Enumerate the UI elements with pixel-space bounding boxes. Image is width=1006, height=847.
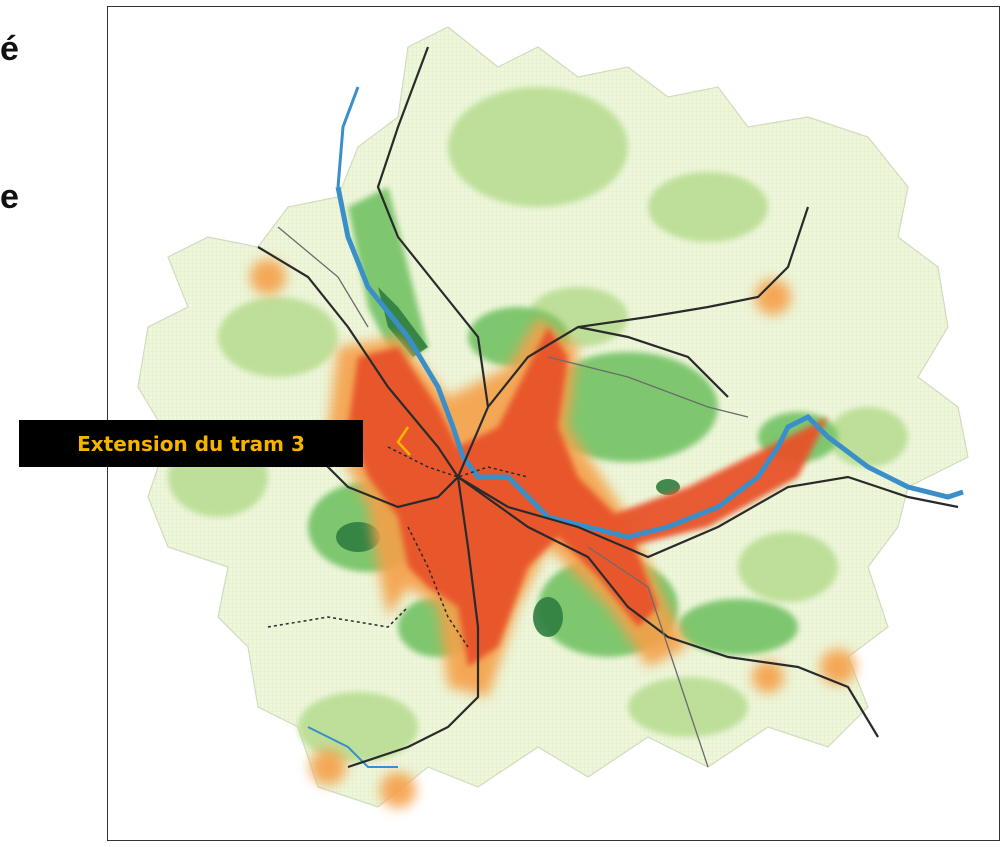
regional-map	[137, 26, 969, 808]
tram-extension-label: Extension du tram 3	[19, 420, 363, 467]
left-text-fragment-1: é	[0, 30, 19, 68]
map-frame: Extension du tram 3	[19, 6, 1000, 841]
tram-extension-marker	[396, 426, 411, 456]
left-text-fragment-2: e	[0, 178, 19, 216]
river	[335, 186, 964, 540]
tram-extension-label-text: Extension du tram 3	[77, 431, 305, 456]
